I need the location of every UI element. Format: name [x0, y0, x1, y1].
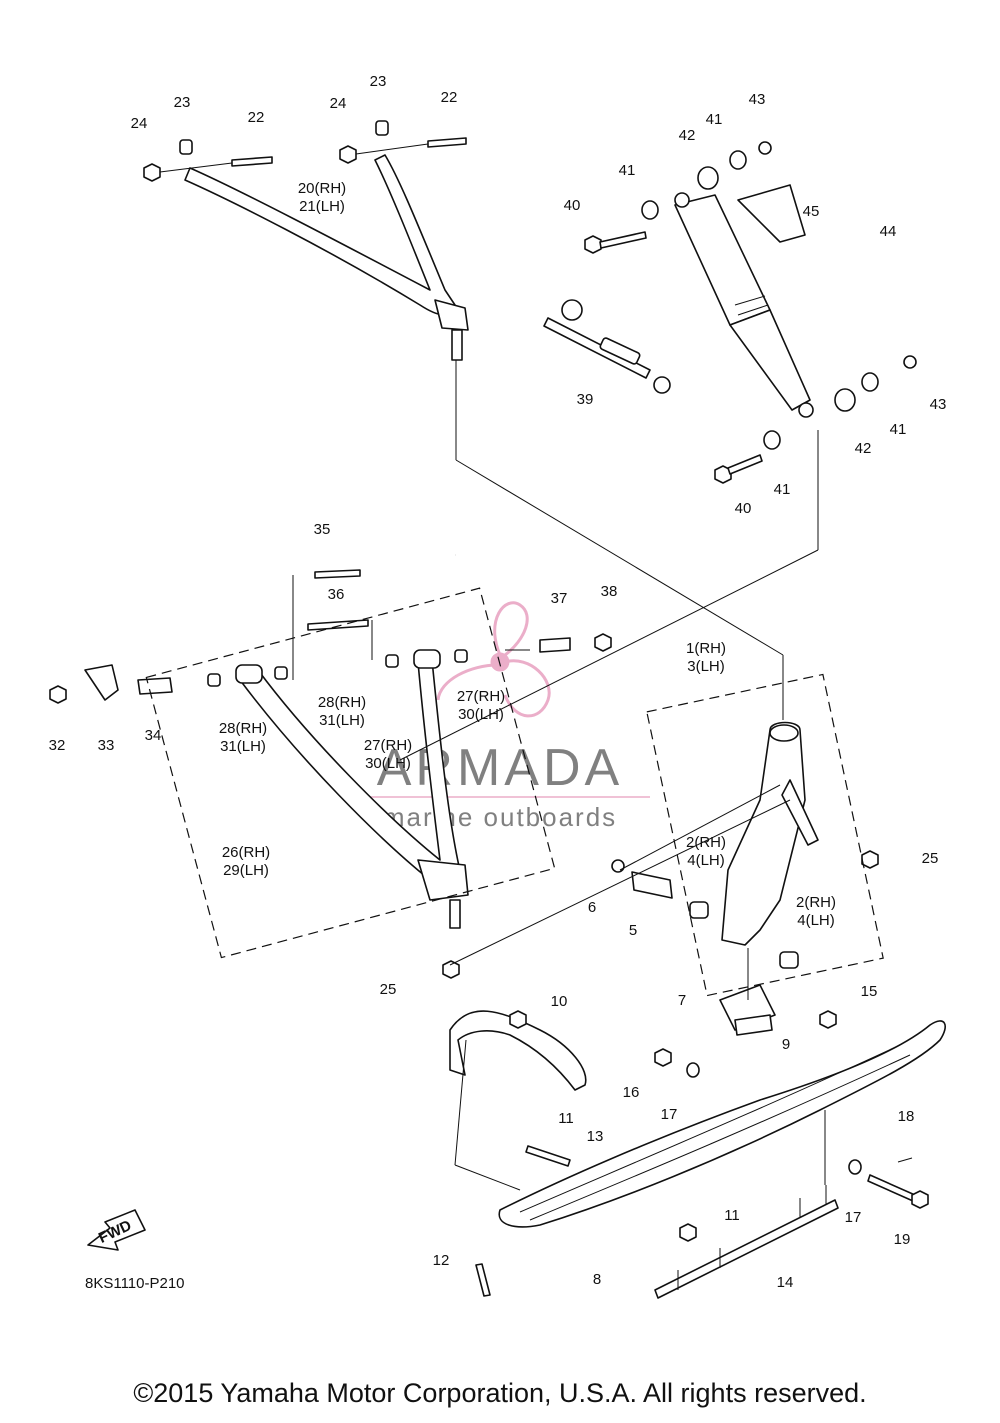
callout-27-lower: 27(RH) — [364, 737, 412, 754]
callout-31-left: 31(LH) — [220, 738, 266, 755]
callout-23-left: 23 — [174, 94, 191, 111]
callout-3: 3(LH) — [687, 658, 725, 675]
callout-2-upper: 2(RH) — [686, 834, 726, 851]
callout-2-lower: 2(RH) — [796, 894, 836, 911]
lower-a-arm — [49, 569, 612, 979]
callout-10: 10 — [551, 993, 568, 1010]
callout-25-left: 25 — [380, 981, 397, 998]
callout-41-c: 41 — [890, 421, 907, 438]
callout-24-right: 24 — [330, 95, 347, 112]
callout-37: 37 — [551, 590, 568, 607]
callout-41-d: 41 — [774, 481, 791, 498]
callout-17-lower: 17 — [845, 1209, 862, 1226]
callout-25-right: 25 — [922, 850, 939, 867]
ski-spindle — [611, 721, 879, 969]
callout-27-upper: 27(RH) — [457, 688, 505, 705]
callout-4-upper: 4(LH) — [687, 852, 725, 869]
callout-41-a: 41 — [619, 162, 636, 179]
callout-26: 26(RH) — [222, 844, 270, 861]
callout-43-lower: 43 — [930, 396, 947, 413]
callout-45: 45 — [803, 203, 820, 220]
propeller-logo — [436, 601, 551, 718]
callout-13: 13 — [587, 1128, 604, 1145]
diagram-code: 8KS1110-P210 — [85, 1275, 185, 1292]
callout-33: 33 — [98, 737, 115, 754]
callout-39: 39 — [577, 391, 594, 408]
callout-19: 19 — [894, 1231, 911, 1248]
callout-23-right: 23 — [370, 73, 387, 90]
callout-40-lower: 40 — [735, 500, 752, 517]
upper-a-arm — [143, 120, 469, 361]
callout-20: 20(RH) — [298, 180, 346, 197]
callout-40-upper: 40 — [564, 197, 581, 214]
callout-28-left: 28(RH) — [219, 720, 267, 737]
callout-42-upper: 42 — [679, 127, 696, 144]
watermark-tagline: marine outboards — [383, 802, 617, 832]
callout-21: 21(LH) — [299, 198, 345, 215]
callout-28-right: 28(RH) — [318, 694, 366, 711]
callout-11-handle: 11 — [558, 1110, 574, 1127]
callout-12: 12 — [433, 1252, 450, 1269]
callout-5: 5 — [629, 922, 637, 939]
callout-22-right: 22 — [441, 89, 458, 106]
callout-30-upper: 30(LH) — [458, 706, 504, 723]
callout-7: 7 — [678, 992, 686, 1009]
spring-tool — [543, 299, 671, 394]
fwd-arrow-icon: FWD — [87, 1209, 146, 1251]
callout-15: 15 — [861, 983, 878, 1000]
callout-22-left: 22 — [248, 109, 265, 126]
callout-8: 8 — [593, 1271, 601, 1288]
callout-34: 34 — [145, 727, 162, 744]
callout-17-upper: 17 — [661, 1106, 678, 1123]
callout-4-lower: 4(LH) — [797, 912, 835, 929]
callout-44: 44 — [880, 223, 897, 240]
watermark-brand: ARMADA — [377, 739, 623, 797]
callout-41-b: 41 — [706, 111, 723, 128]
callout-labels: 1(RH) 3(LH) 2(RH) 4(LH) 2(RH) 4(LH) 5 6 … — [49, 73, 947, 1291]
leader-lines — [145, 360, 884, 1191]
callout-14: 14 — [777, 1274, 794, 1291]
armada-watermark: ARMADA marine outboards — [355, 601, 650, 832]
callout-11-ski: 11 — [724, 1207, 740, 1224]
callout-43-upper: 43 — [749, 91, 766, 108]
callout-42-lower: 42 — [855, 440, 872, 457]
callout-9: 9 — [782, 1036, 790, 1053]
callout-24-left: 24 — [131, 115, 148, 132]
copyright-notice: ©2015 Yamaha Motor Corporation, U.S.A. A… — [133, 1378, 867, 1408]
ski-assembly — [449, 984, 946, 1299]
callout-31-right: 31(LH) — [319, 712, 365, 729]
shock-absorber — [584, 141, 917, 484]
callout-16: 16 — [623, 1084, 640, 1101]
callout-30-lower: 30(LH) — [365, 755, 411, 772]
callout-1: 1(RH) — [686, 640, 726, 657]
callout-18: 18 — [898, 1108, 915, 1125]
callout-29: 29(LH) — [223, 862, 269, 879]
callout-36: 36 — [328, 586, 345, 603]
callout-38: 38 — [601, 583, 618, 600]
callout-32: 32 — [49, 737, 66, 754]
callout-6: 6 — [588, 899, 596, 916]
callout-35: 35 — [314, 521, 331, 538]
